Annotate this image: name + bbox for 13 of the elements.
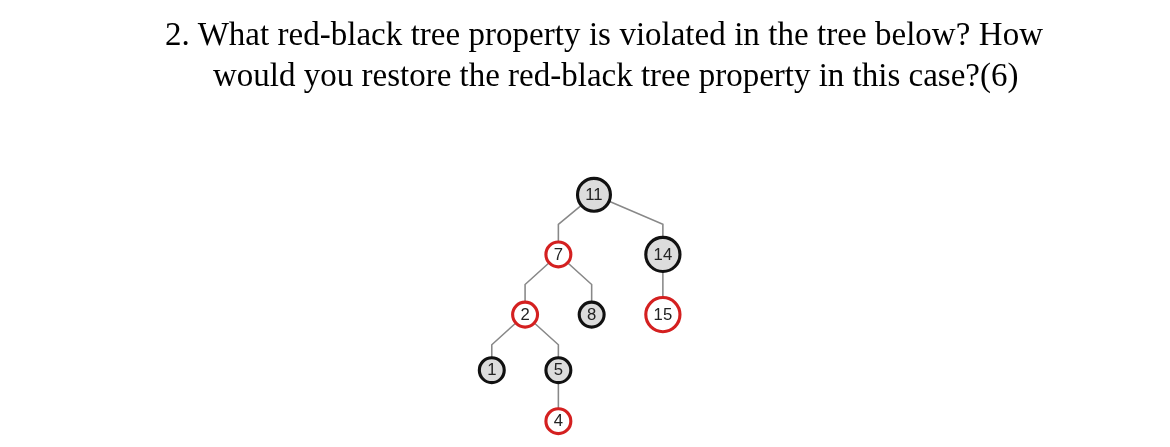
node-circle: 2 (511, 300, 540, 329)
node-circle: 4 (544, 407, 573, 436)
node-circle: 11 (576, 176, 613, 213)
connector (557, 204, 583, 243)
question-text: 2. What red-black tree property is violated in the tree below? How would you restore the red-black tree property in this case?(6) (165, 15, 1043, 95)
node-circle: 15 (644, 295, 682, 334)
node-circle: 5 (544, 356, 573, 385)
node-circle: 14 (644, 235, 682, 274)
connector (567, 262, 593, 303)
node-circle: 7 (544, 240, 573, 269)
node-circle: 1 (478, 356, 507, 385)
node-circle: 8 (578, 300, 607, 329)
connector (524, 262, 551, 303)
